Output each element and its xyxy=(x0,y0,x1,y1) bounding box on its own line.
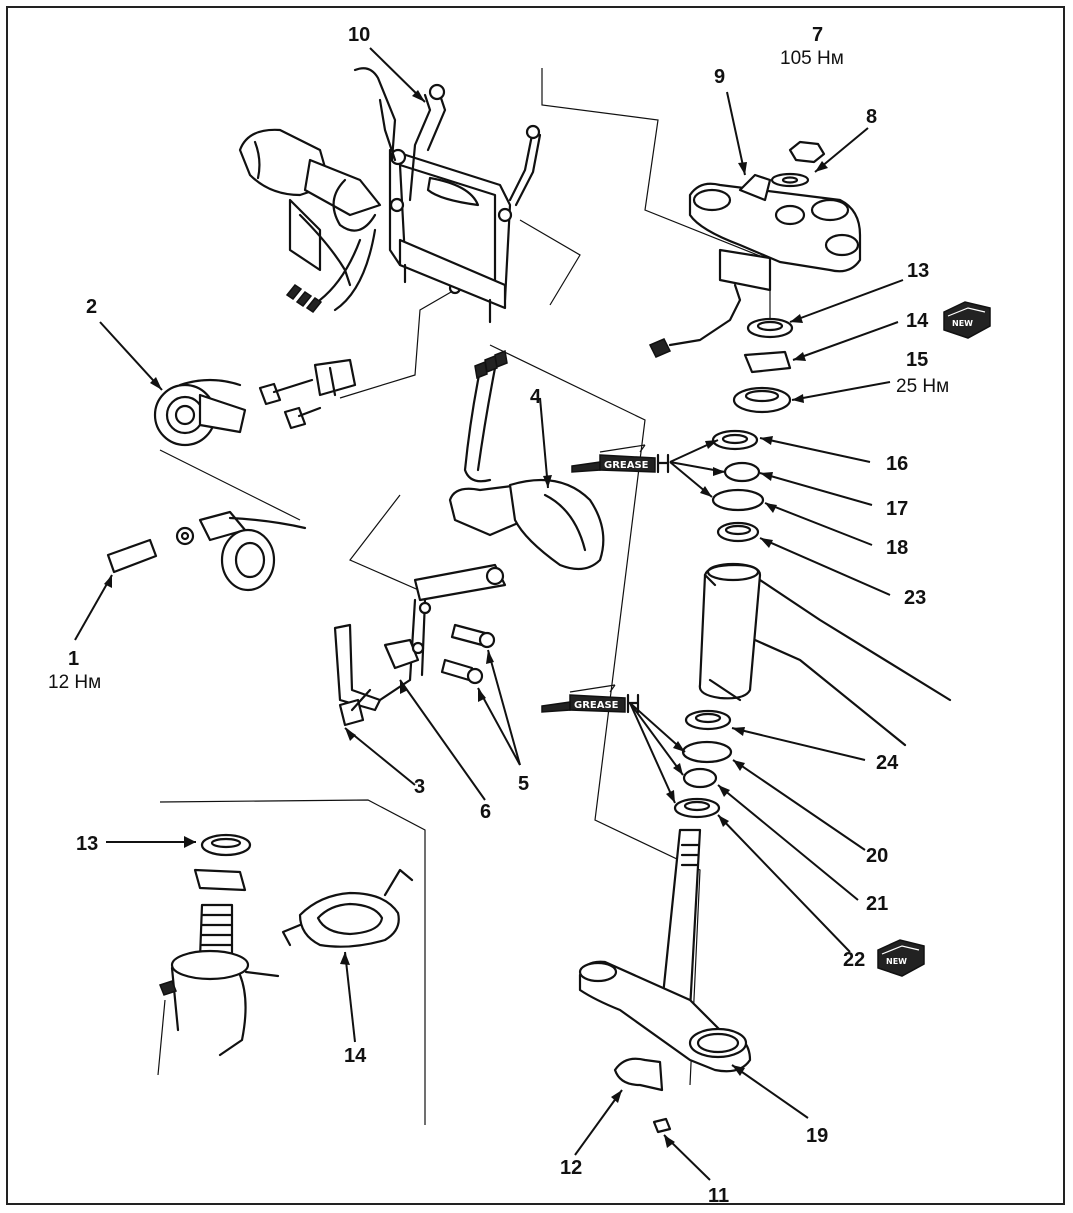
horn-assembly xyxy=(153,358,357,447)
grease-label-upper: GREASE xyxy=(604,460,649,471)
label-8: 8 xyxy=(866,106,877,128)
label-2: 2 xyxy=(86,296,97,318)
label-20: 20 xyxy=(866,845,888,867)
lower-horn-assembly xyxy=(106,510,307,592)
label-1: 1 xyxy=(68,648,79,670)
new-badge-22: NEW xyxy=(877,939,925,977)
label-24: 24 xyxy=(876,752,899,774)
label-5: 5 xyxy=(518,773,529,795)
label-21: 21 xyxy=(866,893,888,915)
label-19: 19 xyxy=(806,1125,828,1147)
label-3: 3 xyxy=(414,776,425,798)
label-14-inset: 14 xyxy=(344,1045,367,1067)
label-22: 22 xyxy=(843,949,865,971)
label-11: 11 xyxy=(708,1185,729,1207)
lower-bearing-stack xyxy=(673,709,733,819)
right-handlebar-assembly xyxy=(333,349,605,727)
torque-7: 105 Нм xyxy=(780,48,844,69)
label-23: 23 xyxy=(904,587,926,609)
bottom-bridge xyxy=(578,828,752,1134)
label-17: 17 xyxy=(886,498,908,520)
label-13-inset: 13 xyxy=(76,833,98,855)
new-label-22: NEW xyxy=(886,957,907,966)
torque-15: 25 Нм xyxy=(896,376,949,397)
left-handlebar-assembly xyxy=(238,128,382,314)
inset-panel-border xyxy=(157,799,426,1125)
label-7: 7 xyxy=(812,24,823,46)
upper-bearing-stack xyxy=(711,317,794,543)
part-labels: 10 7 9 8 13 14 15 2 4 16 17 18 23 1 24 3… xyxy=(68,24,929,1207)
label-14-top: 14 xyxy=(906,310,929,332)
grease-label-lower: GREASE xyxy=(574,700,619,711)
instrument-bracket xyxy=(353,67,542,324)
label-15: 15 xyxy=(906,349,928,371)
label-18: 18 xyxy=(886,537,908,559)
label-13-top: 13 xyxy=(907,260,929,282)
grease-tube-lower: GREASE xyxy=(541,684,640,714)
frame-head-tube xyxy=(698,562,952,747)
torque-1: 12 Нм xyxy=(48,672,101,693)
label-9: 9 xyxy=(714,66,725,88)
inset-steering-nut xyxy=(159,833,414,1057)
torque-values: 105 Нм 25 Нм 12 Нм xyxy=(48,48,949,693)
new-label-14: NEW xyxy=(952,319,973,328)
label-4: 4 xyxy=(530,386,542,408)
label-12: 12 xyxy=(560,1157,582,1179)
new-badge-14: NEW xyxy=(943,301,991,339)
label-16: 16 xyxy=(886,453,908,475)
diagram-frame xyxy=(6,6,1065,1205)
label-6: 6 xyxy=(480,801,491,823)
grease-tube-upper: GREASE xyxy=(571,444,670,474)
arrowheads xyxy=(104,90,828,1148)
top-bridge xyxy=(648,140,862,358)
label-10: 10 xyxy=(348,24,370,46)
